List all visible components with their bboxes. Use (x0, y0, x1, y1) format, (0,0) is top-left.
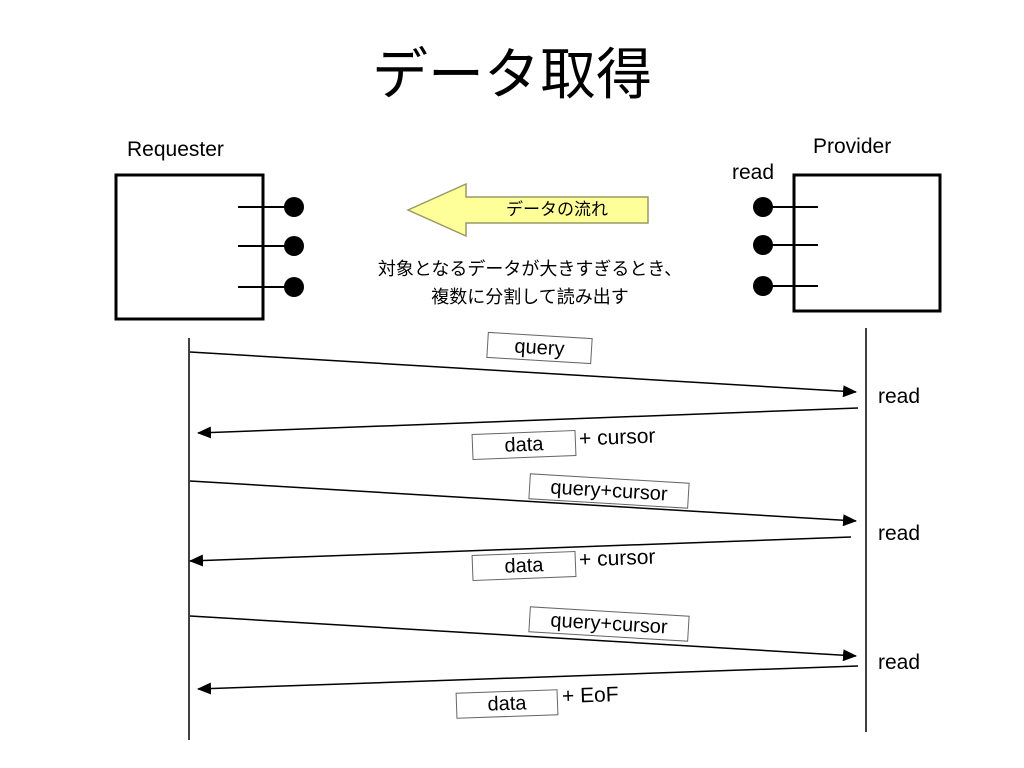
note-text: 対象となるデータが大きすぎるとき、 複数に分割して読み出す (330, 256, 730, 312)
port-circle-icon (753, 197, 773, 217)
request-arrow-2 (189, 480, 857, 527)
response-suffix-1: + cursor (578, 424, 656, 451)
response-suffix-2: + cursor (578, 545, 656, 572)
requester-label: Requester (127, 138, 224, 161)
port-circle-icon (284, 236, 304, 256)
slide-title: データ取得 (372, 43, 652, 108)
provider-label: Provider (813, 135, 892, 158)
request-arrow-3 (189, 615, 857, 662)
response-arrow-3 (197, 665, 859, 695)
provider-port-label: read (732, 161, 775, 184)
response-suffix-3: + EoF (561, 683, 619, 708)
provider-action-3: read (878, 651, 921, 674)
provider-action-2: read (878, 522, 921, 545)
note-line-2: 複数に分割して読み出す (431, 287, 629, 308)
port-circle-icon (284, 197, 304, 217)
requester-ports (238, 197, 304, 297)
note-line-1: 対象となるデータが大きすぎるとき、 (377, 259, 683, 280)
port-circle-icon (284, 277, 304, 297)
provider-ports (753, 197, 818, 296)
provider-box (792, 173, 942, 313)
port-circle-icon (753, 235, 773, 255)
provider-action-1: read (878, 385, 921, 408)
data-flow-arrow-icon (406, 182, 649, 238)
data-flow-label: データの流れ (506, 200, 608, 220)
request-arrow-1 (189, 351, 857, 398)
response-label-1: data (471, 430, 577, 460)
port-circle-icon (753, 276, 773, 296)
response-arrow-1 (197, 407, 859, 439)
response-label-3: data (455, 689, 559, 719)
response-label-2: data (471, 551, 577, 581)
response-arrow-2 (189, 536, 852, 567)
